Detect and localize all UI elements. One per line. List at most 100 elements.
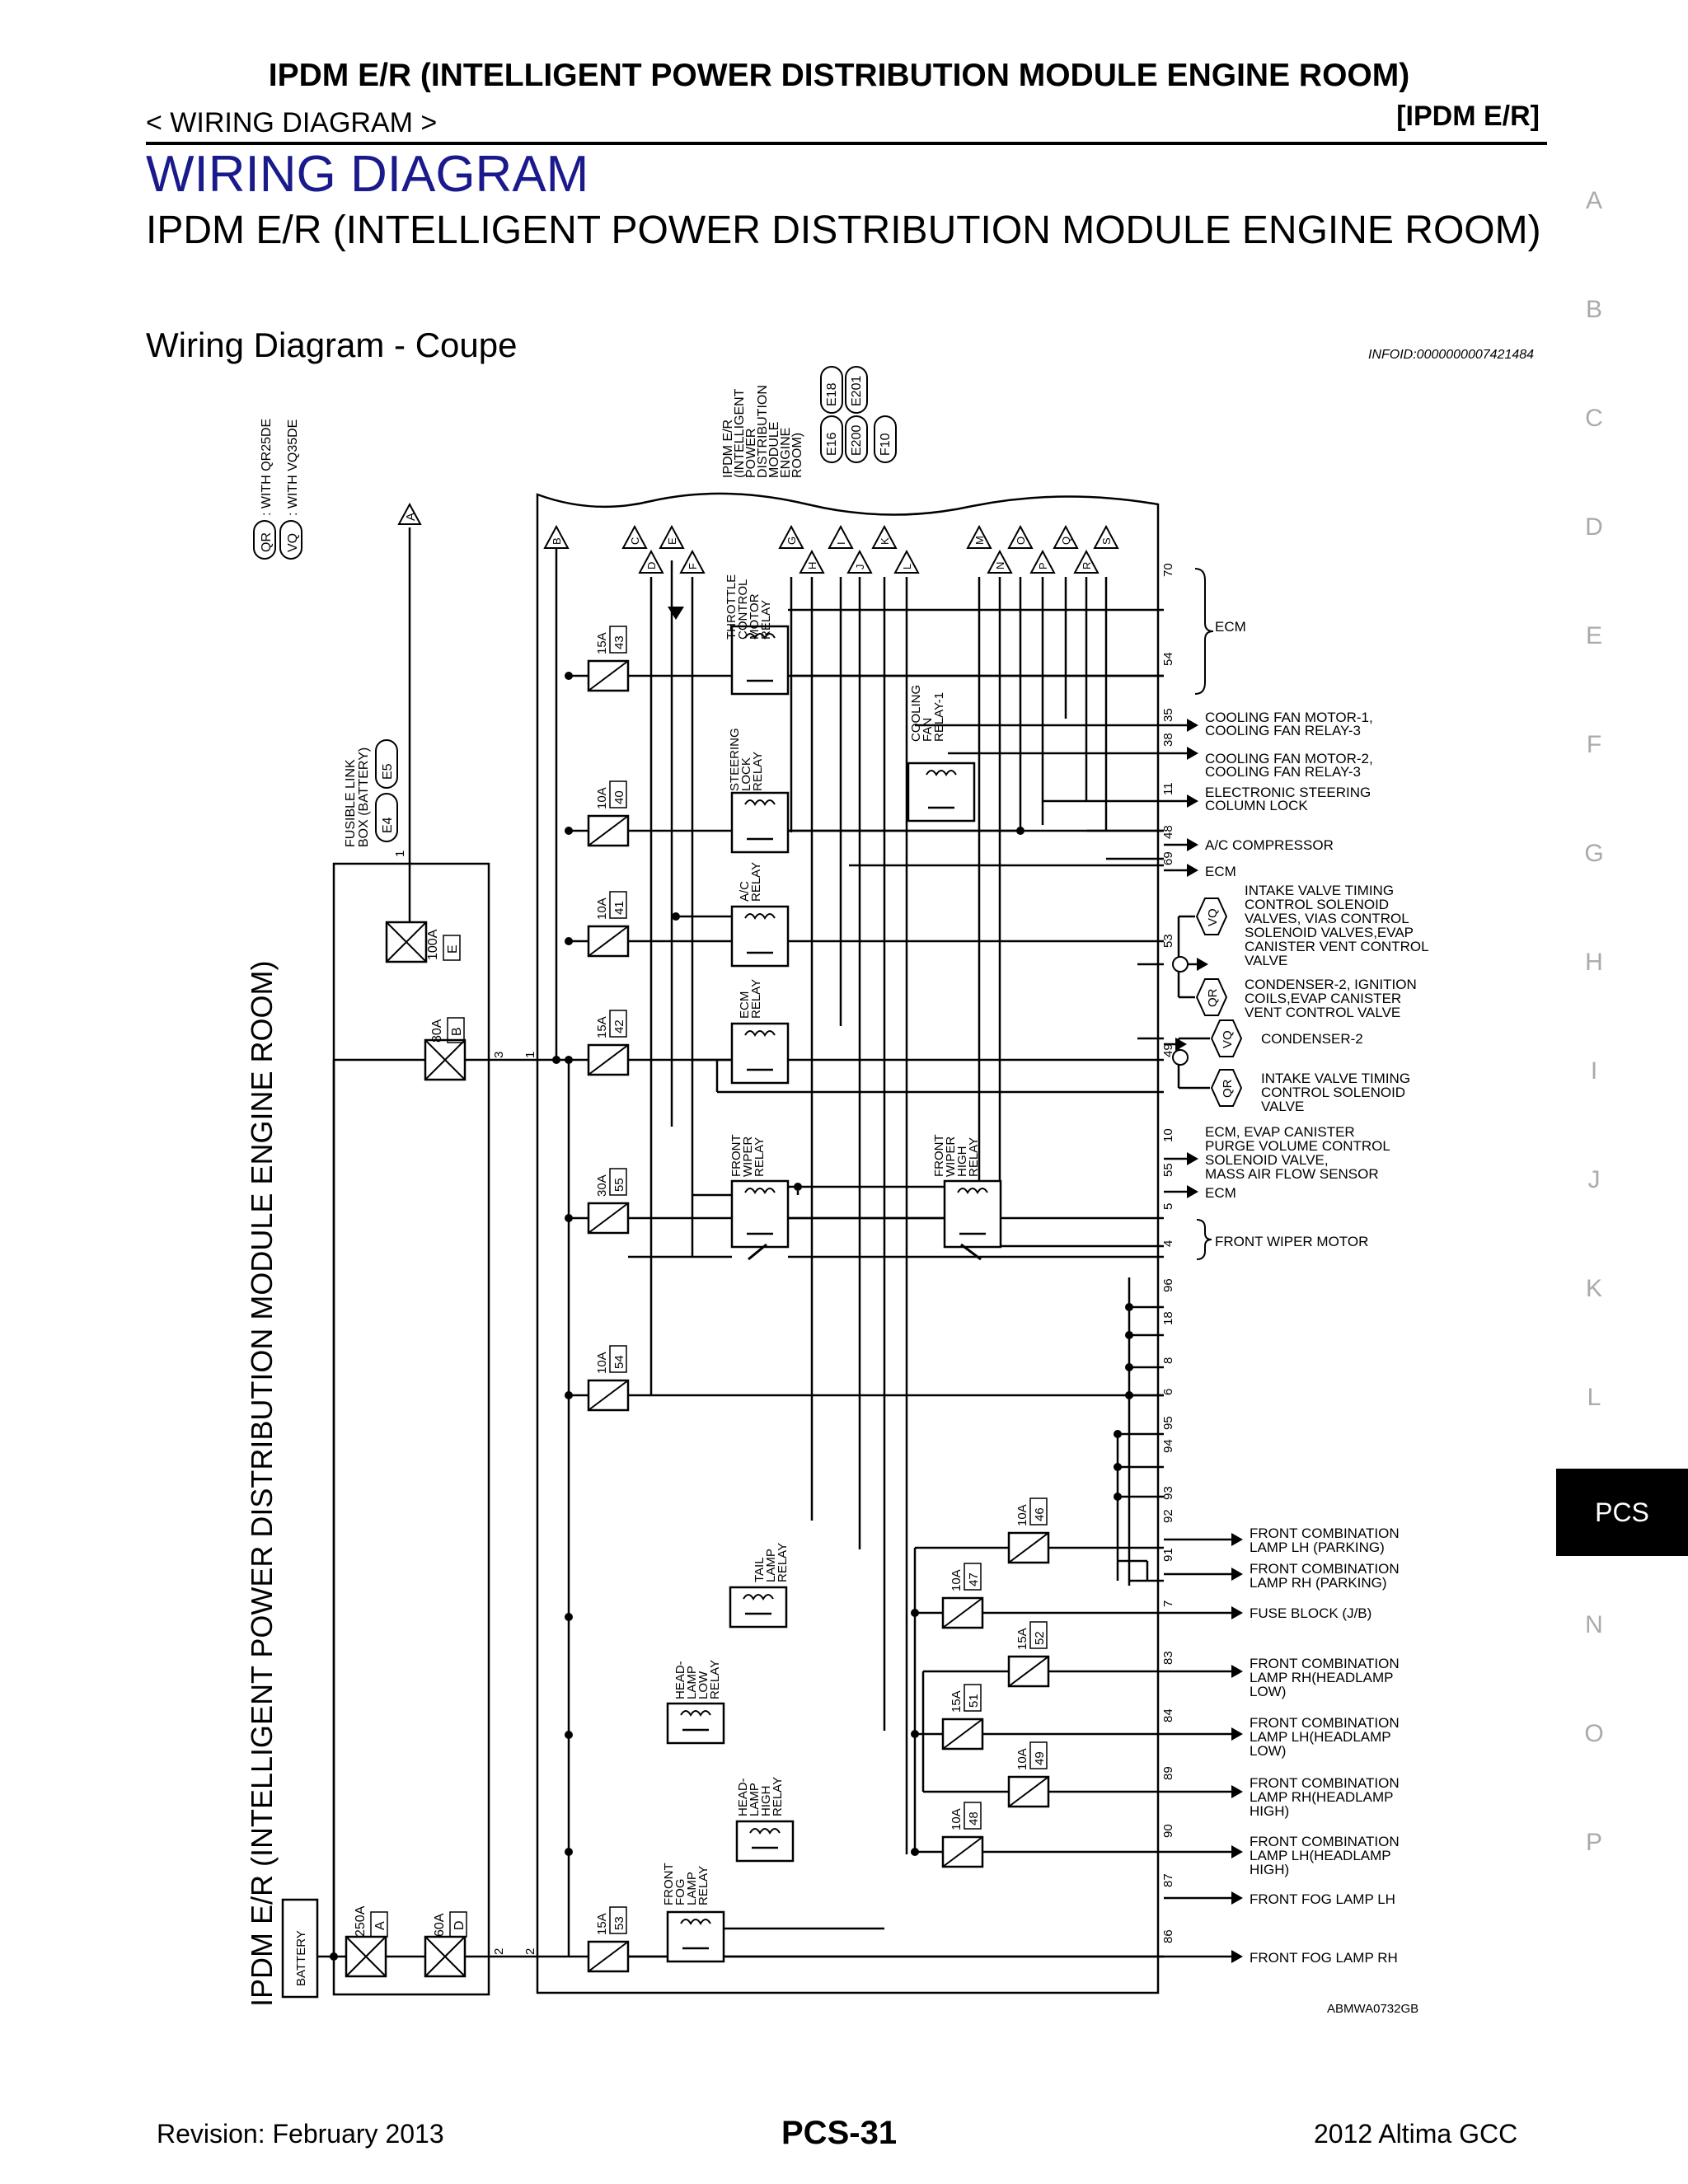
output-label: CONDENSER-2 [1261, 1031, 1363, 1047]
index-letter-o[interactable]: O [1584, 1720, 1604, 1747]
page-letter: K [879, 537, 891, 545]
output-label: HIGH) [1250, 1862, 1289, 1877]
relay-tail [729, 1586, 788, 1629]
page-arrow [1053, 524, 1079, 549]
relay-label: ECM [738, 991, 752, 1019]
output-label: INTAKE VALVE TIMING [1245, 883, 1394, 898]
splice-dot [1125, 1391, 1133, 1399]
fuse-slash [1008, 1532, 1049, 1563]
output-arrow [1231, 1891, 1243, 1905]
splice-dot [330, 1952, 338, 1961]
index-letter-c[interactable]: C [1585, 405, 1603, 432]
output-label: COOLING FAN MOTOR-2, [1205, 751, 1373, 766]
info-id: INFOID:0000000007421484 [1368, 348, 1535, 362]
index-letter-b[interactable]: B [1585, 296, 1602, 323]
legend-text: : WITH QR25DE [260, 419, 274, 516]
relay-ac [730, 905, 790, 968]
splice-open [1172, 956, 1189, 972]
index-letter-f[interactable]: F [1586, 731, 1602, 758]
index-letter-j[interactable]: J [1587, 1166, 1601, 1193]
fuse-id-box [609, 1168, 627, 1196]
index-letter-p[interactable]: P [1585, 1829, 1602, 1856]
splice-dot [1125, 1331, 1133, 1339]
index-letter-n[interactable]: N [1585, 1611, 1603, 1638]
index-letter-a[interactable]: A [1585, 187, 1602, 214]
splice-dot [565, 1731, 573, 1739]
output-label: CONDENSER-2, IGNITION [1245, 977, 1417, 992]
fuse-id: 40 [612, 790, 626, 804]
fuse-amp: 10A [595, 1352, 609, 1374]
footer-page-number: PCS-31 [781, 2115, 898, 2151]
fuse-amp: 10A [950, 1808, 964, 1830]
index-letter-k[interactable]: K [1585, 1275, 1602, 1302]
relay-label: RELAY [749, 862, 763, 902]
terminal-number: 86 [1161, 1929, 1175, 1943]
terminal-number: 10 [1161, 1128, 1175, 1142]
index-letter-h[interactable]: H [1585, 949, 1603, 976]
relay-ecm [730, 1022, 790, 1085]
output-label: FRONT COMBINATION [1250, 1715, 1400, 1731]
page-heading: IPDM E/R (INTELLIGENT POWER DISTRIBUTION… [146, 209, 1541, 252]
relay-coil [743, 1594, 774, 1601]
output-label: COLUMN LOCK [1205, 798, 1308, 813]
fuse-id-box [609, 780, 627, 808]
terminal-number: 84 [1161, 1708, 1175, 1722]
connector-oval [820, 366, 843, 414]
splice-dot [911, 1848, 919, 1856]
relay-label: RELAY [753, 1137, 767, 1177]
relay-label: FRONT [729, 1134, 743, 1177]
index-letter-i[interactable]: I [1590, 1057, 1598, 1085]
relay-label: RELAY [771, 1777, 785, 1816]
footer-revision: Revision: February 2013 [157, 2119, 444, 2149]
splice-dot [1125, 1303, 1133, 1311]
relay-label: RELAY [759, 600, 773, 640]
index-tab-pcs-active[interactable]: PCS [1556, 1469, 1688, 1556]
splice-dot [552, 1056, 560, 1064]
output-label: LAMP RH (PARKING) [1250, 1575, 1387, 1591]
terminal-number: 8 [1161, 1357, 1175, 1364]
connector-oval [375, 793, 398, 842]
splice-dot [911, 1730, 919, 1738]
wiper-brace [1196, 1219, 1212, 1260]
page-arrow [638, 549, 664, 574]
relay-wiperhigh [943, 1179, 1002, 1249]
relay-label: LAMP [685, 1872, 699, 1905]
connector-id: E201 [850, 376, 864, 406]
breadcrumb: < WIRING DIAGRAM > [146, 107, 438, 138]
fusible-link-100a-x [386, 921, 427, 963]
terminal-number: 6 [1161, 1389, 1175, 1395]
module-connector-label: ENGINE [779, 428, 793, 478]
output-label: LAMP LH (PARKING) [1250, 1540, 1385, 1555]
index-letter-g[interactable]: G [1584, 840, 1604, 867]
variant-tag: QR [1221, 1079, 1235, 1098]
page-arrow [893, 549, 920, 574]
page-letter: B [551, 537, 563, 545]
page-arrow [543, 524, 570, 549]
output-label: PURGE VOLUME CONTROL [1205, 1138, 1390, 1154]
terminal-number: 69 [1161, 851, 1175, 865]
fuse-amp: 10A [595, 898, 609, 920]
output-arrow [1175, 1038, 1187, 1051]
fuse-id-box [1029, 1497, 1048, 1526]
page-letter: D [645, 562, 658, 569]
page-arrow [679, 549, 706, 574]
connector-oval [845, 415, 868, 463]
fuse-slash [588, 815, 629, 846]
relay-label: STEERING [728, 728, 742, 791]
index-letter-l[interactable]: L [1587, 1384, 1601, 1411]
index-letter-d[interactable]: D [1585, 513, 1603, 541]
variant-hexagon [1210, 1019, 1243, 1057]
output-arrow [1187, 747, 1198, 760]
terminal-number: 55 [1161, 1163, 1175, 1177]
fuse-amp: 15A [595, 632, 609, 654]
index-letter-e[interactable]: E [1585, 622, 1602, 649]
terminal-number: 5 [1161, 1203, 1175, 1210]
output-arrow [1187, 838, 1198, 851]
module-connector-label: POWER [744, 429, 758, 478]
output-label: FRONT COMBINATION [1250, 1775, 1400, 1791]
terminal-number: 53 [1161, 934, 1175, 948]
terminal-number: 18 [1161, 1311, 1175, 1325]
terminal-number: 7 [1161, 1601, 1175, 1607]
fuse-id: 51 [967, 1694, 981, 1708]
relay-label: RELAY [708, 1660, 722, 1699]
